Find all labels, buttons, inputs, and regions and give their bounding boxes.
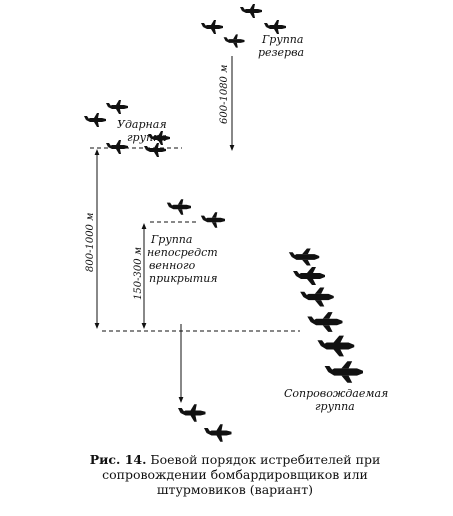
reserve-label-line2: резерва	[258, 46, 304, 59]
aircraft-silhouette-icon	[324, 361, 363, 383]
figure-number: Рис. 14.	[89, 452, 147, 467]
aircraft-silhouette-icon	[144, 143, 166, 157]
aircraft-silhouette-icon	[300, 287, 334, 307]
escort-label-line2: непосредст	[147, 246, 218, 259]
aircraft-silhouette-icon	[178, 404, 206, 422]
caption-line-2: сопровождении бомбардировщиков или	[102, 467, 368, 482]
aircraft-silhouette-icon	[288, 248, 320, 266]
escort-label-line3: венного	[149, 259, 196, 272]
escort-group-aircraft	[166, 199, 225, 228]
caption-line-1: Рис. 14. Боевой порядок истребителей при	[40, 452, 430, 467]
escorted-label-line2: группа	[315, 400, 355, 413]
escort-height-label: 150-300 м	[133, 247, 144, 300]
aircraft-silhouette-icon	[201, 20, 223, 34]
strike-label-line2: группа	[127, 131, 167, 144]
strike-height-label: 800-1000 м	[85, 213, 96, 272]
caption-line-1-text: Боевой порядок истребителей при	[150, 452, 381, 467]
aircraft-silhouette-icon	[106, 140, 128, 154]
escort-label-line4: прикрытия	[149, 272, 218, 285]
aircraft-silhouette-icon	[200, 212, 225, 228]
lower-escort-aircraft	[178, 404, 232, 442]
strike-label-line1: Ударная	[117, 118, 167, 131]
aircraft-silhouette-icon	[307, 312, 343, 332]
aircraft-silhouette-icon	[240, 4, 262, 18]
aircraft-silhouette-icon	[166, 199, 191, 215]
aircraft-silhouette-icon	[204, 424, 232, 442]
escort-label-line1: Группа	[150, 233, 192, 246]
aircraft-silhouette-icon	[317, 335, 355, 357]
figure-caption: Рис. 14. Боевой порядок истребителей при…	[40, 452, 430, 497]
aircraft-silhouette-icon	[84, 113, 106, 127]
caption-line-3: штурмовиков (вариант)	[156, 482, 314, 497]
escorted-label-line1: Сопровождаемая	[284, 387, 388, 400]
reserve-height-label: 600-1080 м	[219, 65, 230, 124]
reserve-label-line1: Группа	[261, 33, 303, 46]
aircraft-silhouette-icon	[293, 267, 325, 285]
aircraft-silhouette-icon	[106, 100, 128, 114]
aircraft-silhouette-icon	[264, 20, 286, 34]
escorted-group-aircraft	[288, 248, 363, 383]
aircraft-silhouette-icon	[223, 34, 245, 48]
